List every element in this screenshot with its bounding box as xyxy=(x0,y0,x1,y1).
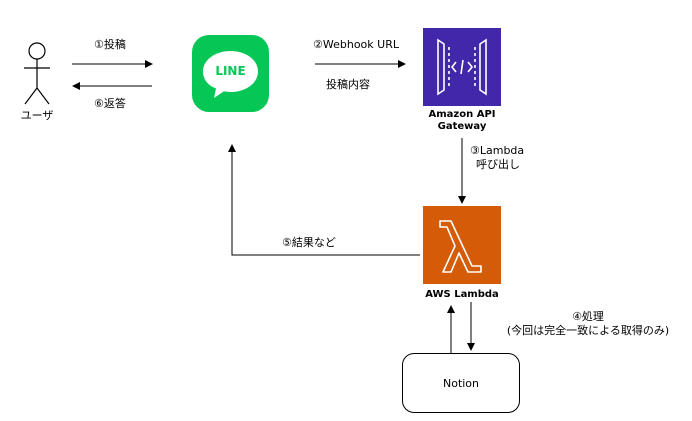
step6-label: ⑥返答 xyxy=(94,97,126,110)
step3-label-line1: ③Lambda xyxy=(470,144,525,157)
step4-label-line2: (今回は完全一致による取得のみ) xyxy=(506,324,670,337)
step4-label-line1: ④処理 xyxy=(572,310,604,323)
arrow-lambda-to-line xyxy=(228,144,420,256)
user-label: ユーザ xyxy=(20,109,54,122)
step3-label-line2: 呼び出し xyxy=(476,158,520,171)
api-gateway-label: Amazon API Gateway xyxy=(428,109,496,132)
step2-label: ②Webhook URL xyxy=(313,38,399,51)
lambda-icon xyxy=(423,206,501,284)
notion-node: Notion xyxy=(402,353,520,413)
lambda-label: AWS Lambda xyxy=(425,289,499,300)
user-icon xyxy=(24,42,50,105)
step5-label: ⑤結果など xyxy=(282,236,336,249)
line-logo-icon xyxy=(192,35,269,112)
step2-sub-label: 投稿内容 xyxy=(326,78,370,91)
notion-label: Notion xyxy=(442,376,480,390)
api-gateway-icon xyxy=(423,28,501,106)
line-logo-text: LINE xyxy=(215,64,246,78)
step1-label: ①投稿 xyxy=(94,38,126,51)
